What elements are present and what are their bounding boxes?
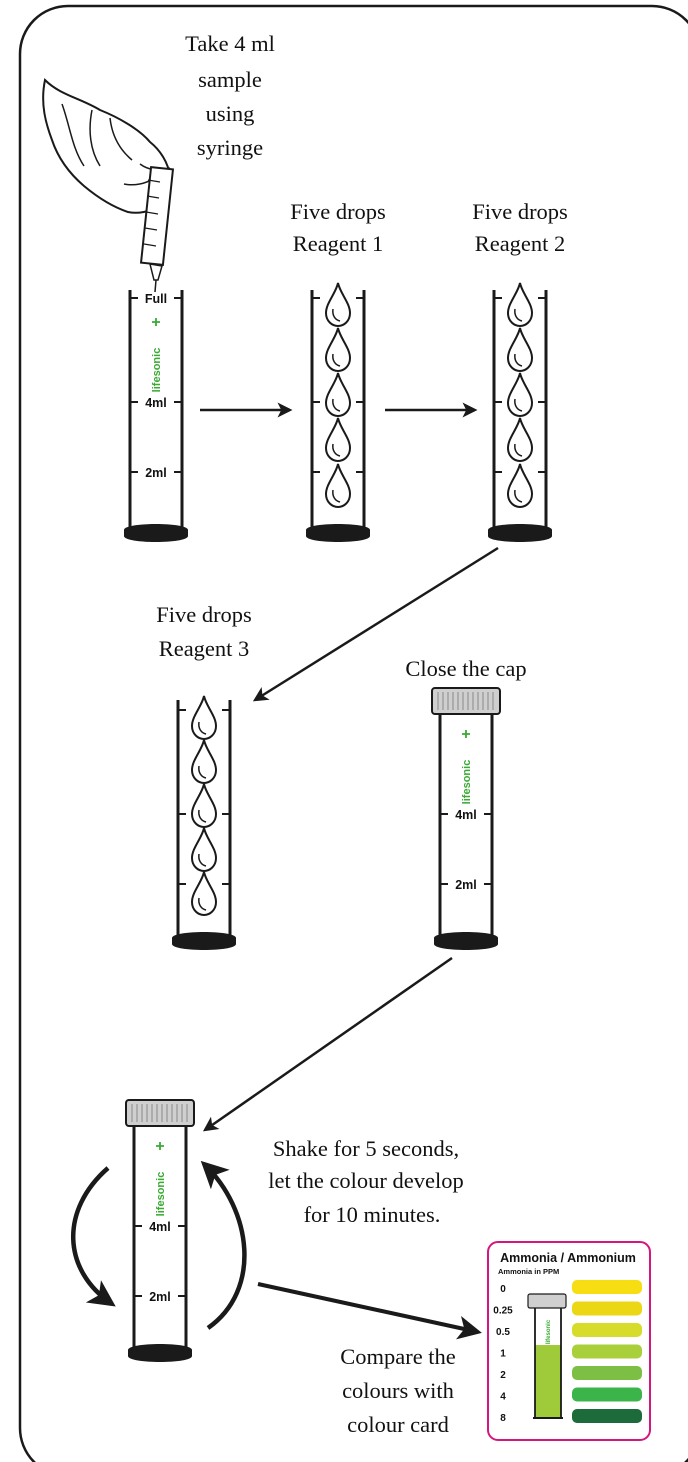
svg-text:lifesonic: lifesonic	[461, 760, 473, 805]
drop	[507, 463, 533, 508]
drop	[507, 417, 533, 462]
shake-arrow-left	[71, 1166, 116, 1307]
drop	[191, 783, 217, 828]
step-reagent2-line2: Reagent 2	[475, 231, 566, 256]
mark-2ml: 2ml	[455, 878, 477, 892]
step-sample-line1: Take 4 ml	[185, 31, 275, 56]
hand-with-syringe-illustration	[42, 77, 175, 293]
drop	[507, 282, 533, 327]
drop	[191, 695, 217, 740]
mark-4ml: 4ml	[455, 808, 477, 822]
colour-card-swatch	[572, 1366, 642, 1380]
colour-card-swatch	[572, 1280, 642, 1294]
svg-text:lifesonic: lifesonic	[151, 348, 163, 393]
step-compare-line2: colours with	[342, 1378, 454, 1403]
tube-reagent-3	[172, 695, 236, 950]
colour-card-level-value: 4	[500, 1392, 506, 1403]
mark-full: Full	[145, 292, 167, 306]
colour-card-level-value: 0.5	[496, 1327, 510, 1338]
colour-card-level-value: 0	[500, 1284, 506, 1295]
step-reagent3-line1: Five drops	[156, 602, 252, 627]
drop	[191, 739, 217, 784]
tube-reagent-2	[488, 282, 552, 542]
shake-arrow-right	[200, 1160, 247, 1330]
step-sample-line3: using	[206, 101, 255, 126]
mark-4ml: 4ml	[149, 1220, 171, 1234]
brand-logo: lifesonic	[461, 730, 473, 804]
drop	[325, 282, 351, 327]
colour-card-subtitle: Ammonia in PPM	[498, 1267, 559, 1276]
drop	[507, 372, 533, 417]
step-reagent2-line1: Five drops	[472, 199, 568, 224]
step-reagent1-line2: Reagent 1	[293, 231, 384, 256]
colour-card-level-value: 1	[500, 1349, 506, 1360]
mark-2ml: 2ml	[149, 1290, 171, 1304]
drop	[191, 871, 217, 916]
step-cap-line1: Close the cap	[405, 656, 526, 681]
drop	[325, 463, 351, 508]
colour-card-swatch	[572, 1301, 642, 1316]
mark-2ml: 2ml	[145, 466, 167, 480]
colour-card-swatch	[572, 1409, 642, 1423]
step-reagent1-line1: Five drops	[290, 199, 386, 224]
step-shake-line1: Shake for 5 seconds,	[273, 1136, 459, 1161]
mark-4ml: 4ml	[145, 396, 167, 410]
brand-logo: lifesonic	[546, 1319, 552, 1344]
colour-card-sample-tube: lifesonic	[527, 1293, 567, 1419]
svg-text:lifesonic: lifesonic	[155, 1172, 167, 1217]
tube-reagent-1	[306, 282, 370, 542]
drop	[507, 327, 533, 372]
colour-card: Ammonia / Ammonium Ammonia in PPM lifeso…	[487, 1241, 651, 1441]
colour-card-swatch	[572, 1344, 642, 1359]
step-compare-line1: Compare the	[340, 1344, 456, 1369]
step-sample-line2: sample	[198, 67, 262, 92]
tube-capped: 4ml 2ml lifesonic	[431, 687, 501, 950]
brand-logo: lifesonic	[155, 1142, 167, 1216]
colour-card-swatch	[572, 1323, 642, 1337]
drop	[325, 372, 351, 417]
step-compare-line3: colour card	[347, 1412, 449, 1437]
arrow-3	[252, 546, 499, 702]
arrow-5	[257, 1282, 482, 1340]
step-sample-line4: syringe	[197, 135, 263, 160]
drop	[325, 327, 351, 372]
step-reagent3-line2: Reagent 3	[159, 636, 250, 661]
arrow-4	[202, 956, 453, 1132]
step-shake-line3: for 10 minutes.	[304, 1202, 441, 1227]
drop	[191, 827, 217, 872]
colour-card-level-value: 2	[500, 1370, 506, 1381]
step-shake-line2: let the colour develop	[268, 1168, 464, 1193]
colour-card-title: Ammonia / Ammonium	[500, 1251, 636, 1265]
colour-card-rows: 0 0.25 0.5 1 2 4 8	[493, 1280, 642, 1424]
outer-frame	[18, 4, 688, 1462]
colour-card-swatch	[572, 1387, 642, 1402]
tube-shake: 4ml 2ml lifesonic	[125, 1099, 195, 1362]
brand-logo: lifesonic	[151, 318, 163, 392]
tube-sample: Full 4ml 2ml lifesonic	[124, 290, 188, 542]
colour-card-level-value: 0.25	[493, 1306, 513, 1317]
drop	[325, 417, 351, 462]
colour-card-level-value: 8	[500, 1413, 506, 1424]
